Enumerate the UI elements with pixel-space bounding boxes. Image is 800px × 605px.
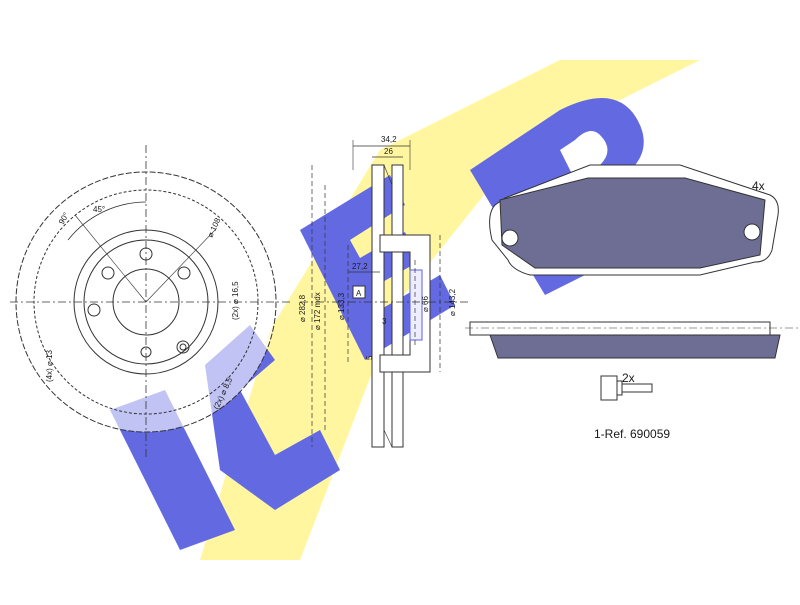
angle-45-label: 45°: [93, 205, 105, 214]
bolt-head: [600, 375, 618, 401]
angle-ray: [74, 214, 147, 303]
dim-143-2-label: ⌀ 143,2: [448, 288, 457, 316]
bolt-hole: [139, 247, 153, 261]
guide-bolt: [600, 375, 653, 401]
dim-16-5-label: (2x) ⌀ 16,5: [231, 281, 240, 320]
watermark-yellow-wedge: [200, 60, 700, 560]
dim-26-label: 26: [384, 147, 393, 156]
brake-pad-top-view: [489, 164, 779, 276]
vent-line: [383, 429, 393, 448]
min-thickness-box: [352, 285, 366, 299]
disc-cross-section: [300, 140, 470, 448]
disc-plate-inner: [391, 164, 404, 448]
dim-27-2-label: 27,2: [352, 262, 368, 271]
bolt-quantity: 2x: [622, 371, 635, 385]
min-thickness-mark: A: [356, 289, 362, 298]
disc-front-view: [10, 145, 290, 460]
dim-172-label: ⌀ 172 mdx: [313, 292, 322, 330]
bolt-hole: [176, 340, 190, 354]
pad-quantity: 4x: [752, 179, 765, 193]
bolt-shank: [621, 383, 653, 393]
pad-side-backing: [469, 321, 771, 336]
angle-ray: [145, 229, 216, 303]
bolt-hole: [140, 346, 152, 358]
bolt-hole: [87, 303, 101, 317]
brake-pad-side-view: [465, 321, 800, 359]
hub-flange: [409, 269, 423, 341]
pad-mount-hole-left: [501, 229, 519, 247]
bolt-hole-inner: [179, 343, 187, 351]
bolt-reference: 1-Ref. 690059: [594, 427, 670, 441]
vent-line: [383, 164, 393, 186]
dim-34-2-label: 34,2: [381, 135, 397, 144]
dim-282-8-label: ⌀ 282,8: [298, 294, 307, 322]
pad-side-friction: [489, 334, 781, 359]
dim-3-label: 3: [382, 317, 387, 326]
dim-133-3-label: ⌀ 133,3: [337, 292, 346, 320]
dim-13-label: (4x) ⌀ 13: [45, 350, 54, 382]
pad-friction-material: [499, 177, 766, 269]
bolt-hole: [101, 266, 115, 280]
section-dimensions: 34,2 26 27,2 A 3 5 ⌀ 282,8 ⌀ 172 mdx ⌀ 1…: [298, 135, 457, 360]
disc-plate-outer: [371, 164, 385, 448]
pad-mount-hole-right: [743, 223, 761, 241]
angle-arc: [67, 201, 147, 241]
dim-66-label: ⌀ 66: [421, 296, 430, 312]
dim-5-label: 5: [365, 355, 374, 360]
bolt-hole: [177, 266, 191, 280]
